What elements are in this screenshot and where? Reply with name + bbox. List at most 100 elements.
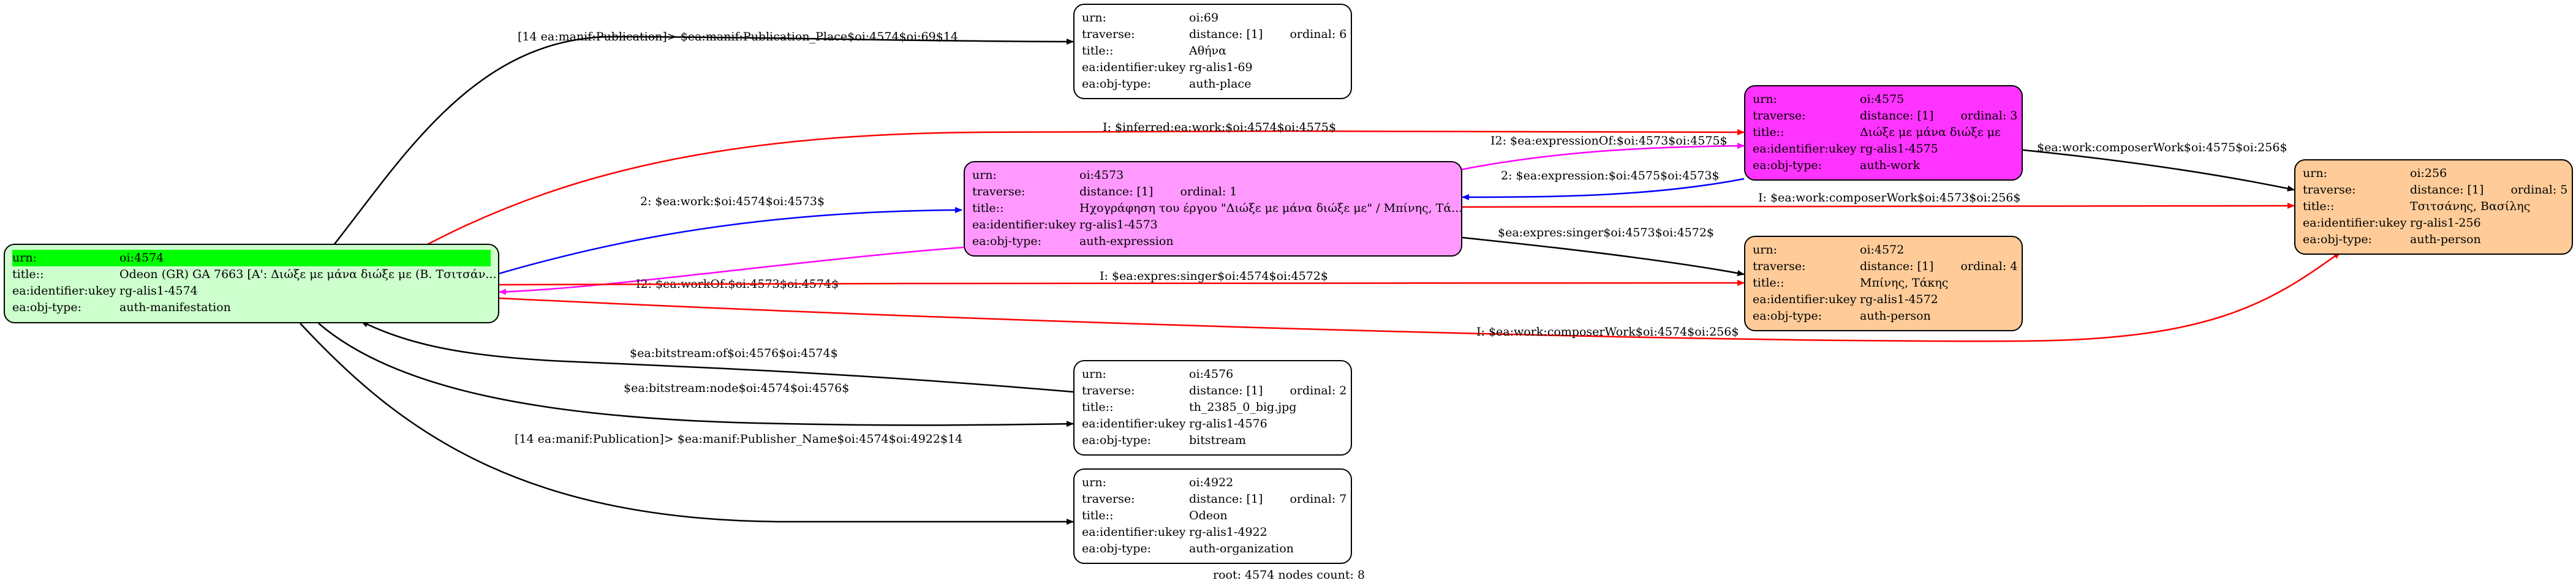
edge-singer-4574 (499, 280, 1745, 287)
node-key: title:: (1082, 509, 1114, 522)
node-key: ea:obj-type: (1082, 77, 1152, 91)
edge-label-expression: 2: $ea:expression:$oi:4575$oi:4573$ (1501, 169, 1720, 182)
node-key: traverse: (1753, 109, 1806, 122)
edge-label-work: 2: $ea:work:$oi:4574$oi:4573$ (640, 195, 825, 208)
node-oi-4575[interactable]: urn:oi:4575 traverse:distance: [1]ordina… (1744, 85, 2023, 181)
node-key: title:: (2303, 200, 2335, 213)
node-value: distance: [1] (1189, 492, 1263, 506)
node-key: title:: (1753, 126, 1785, 139)
node-value: Odeon (1189, 509, 1228, 522)
node-key: traverse: (1082, 384, 1135, 397)
node-key: ea:identifier:ukey (972, 218, 1076, 231)
node-key: title:: (1753, 276, 1785, 290)
node-oi-4573[interactable]: urn:oi:4573 traverse:distance: [1]ordina… (964, 161, 1462, 257)
node-key: title:: (12, 268, 44, 281)
node-key: urn: (1082, 476, 1106, 489)
node-key: urn: (1082, 367, 1106, 381)
node-value: bitstream (1189, 434, 1246, 447)
edge-label-singer-4573: $ea:expres:singer$oi:4573$oi:4572$ (1498, 226, 1714, 239)
edge-label-singer-4574: I: $ea:expres:singer$oi:4574$oi:4572$ (1100, 269, 1328, 283)
node-key: urn: (2303, 167, 2327, 180)
node-value: rg-alis1-4576 (1189, 417, 1267, 430)
edge-composer-work-4574 (499, 251, 2341, 342)
node-key: ea:identifier:ukey (1082, 525, 1186, 539)
node-value: oi:4572 (1860, 243, 1905, 257)
node-key: urn: (972, 168, 997, 182)
edge-label-bitstream-node: $ea:bitstream:node$oi:4574$oi:4576$ (624, 381, 849, 395)
edge-singer-4573 (1462, 236, 1745, 276)
node-value: oi:4575 (1860, 92, 1905, 106)
node-oi-4572[interactable]: urn:oi:4572 traverse:distance: [1]ordina… (1744, 236, 2023, 331)
edge-label-bitstream-of: $ea:bitstream:of$oi:4576$oi:4574$ (630, 347, 838, 360)
node-value: auth-work (1860, 159, 1921, 172)
node-value: oi:4573 (1079, 168, 1124, 182)
node-value: rg-alis1-256 (2410, 216, 2481, 230)
node-value: auth-person (2410, 233, 2481, 246)
node-value: rg-alis1-4573 (1079, 218, 1158, 231)
node-ordinal: ordinal: 7 (1290, 492, 1347, 506)
node-value: Αθήνα (1189, 44, 1226, 58)
node-key: title:: (972, 201, 1004, 215)
node-key: title:: (1082, 44, 1114, 58)
node-oi-4922[interactable]: urn: oi:4922 traverse: distance: [1] ordina… (1073, 468, 1352, 564)
graph-footer: root: 4574 nodes count: 8 (1213, 568, 1365, 582)
node-value: distance: [1] (1860, 260, 1934, 273)
node-value: Μπίνης, Τάκης (1860, 276, 1949, 290)
node-key: ea:identifier:ukey (1753, 293, 1857, 306)
node-key: ea:obj-type: (1082, 542, 1152, 555)
node-value: auth-place (1189, 77, 1252, 91)
node-key: ea:obj-type: (972, 235, 1042, 248)
node-value: distance: [1] (1079, 185, 1154, 198)
node-value: Τσιτσάνης, Βασίλης (2410, 200, 2531, 213)
node-value: rg-alis1-4575 (1860, 142, 1938, 156)
node-ordinal: ordinal: 1 (1180, 185, 1237, 198)
node-value: oi:69 (1189, 11, 1219, 24)
node-key: ea:obj-type: (1753, 159, 1822, 172)
node-ordinal: ordinal: 3 (1960, 109, 2018, 122)
edge-expression-of (1460, 143, 1745, 171)
node-value: auth-expression (1079, 235, 1174, 248)
edge-label-composer-work-4573: I: $ea:work:composerWork$oi:4573$oi:256$ (1758, 191, 2020, 205)
node-value: rg-alis1-69 (1189, 61, 1253, 74)
node-key: traverse: (1082, 28, 1135, 41)
node-key: ea:identifier:ukey (1082, 417, 1186, 430)
node-key: ea:obj-type: (12, 301, 82, 314)
edge-label-inferred-work: I: $inferred:ea:work:$oi:4574$oi:4575$ (1103, 121, 1336, 134)
node-value: rg-alis1-4574 (119, 284, 198, 298)
node-value: oi:4922 (1189, 476, 1234, 489)
node-key: ea:identifier:ukey (1082, 61, 1186, 74)
node-value: Ηχογράφηση του έργου "Διώξε με μάνα διώξ… (1079, 201, 1463, 215)
edge-expression (1462, 178, 1745, 200)
node-key: urn: (1082, 11, 1106, 24)
node-ordinal: ordinal: 6 (1290, 28, 1347, 41)
node-key: traverse: (1753, 260, 1806, 273)
node-value: oi:4574 (119, 250, 491, 266)
edge-bitstream-of (361, 320, 1074, 393)
edge-inferred-work (346, 129, 1745, 292)
edge-publisher (300, 323, 1074, 525)
node-value: Διώξε με μάνα διώξε με (1860, 126, 2001, 139)
node-oi-256[interactable]: urn:oi:256 traverse:distance: [1]ordinal… (2294, 159, 2573, 255)
node-oi-69[interactable]: urn: oi:69 traverse: distance: [1] ordinal:… (1073, 4, 1352, 99)
edge-label-publication-place: [14 ea:manif:Publication]> $ea:manif:Pub… (518, 30, 958, 43)
node-value: oi:4576 (1189, 367, 1234, 381)
node-value: distance: [1] (1860, 109, 1934, 122)
node-key: urn: (1753, 243, 1777, 257)
node-value: th_2385_0_big.jpg (1189, 400, 1297, 414)
node-key: title:: (1082, 400, 1114, 414)
node-value: auth-person (1860, 309, 1931, 323)
node-oi-4574[interactable]: urn:oi:4574 title::Odeon (GR) GA 7663 [A… (4, 244, 499, 323)
node-value: auth-organization (1189, 542, 1294, 555)
node-key: ea:obj-type: (1082, 434, 1152, 447)
node-key: urn: (12, 250, 119, 266)
node-value: rg-alis1-4922 (1189, 525, 1267, 539)
node-value: distance: [1] (1189, 28, 1263, 41)
node-key: traverse: (1082, 492, 1135, 506)
edge-composer-work-4573 (1462, 203, 2295, 209)
node-oi-4576[interactable]: urn: oi:4576 traverse: distance: [1] ordina… (1073, 360, 1352, 456)
node-value: oi:256 (2410, 167, 2447, 180)
node-value: distance: [1] (1189, 384, 1263, 397)
node-ordinal: ordinal: 5 (2510, 183, 2568, 197)
node-ordinal: ordinal: 2 (1290, 384, 1347, 397)
